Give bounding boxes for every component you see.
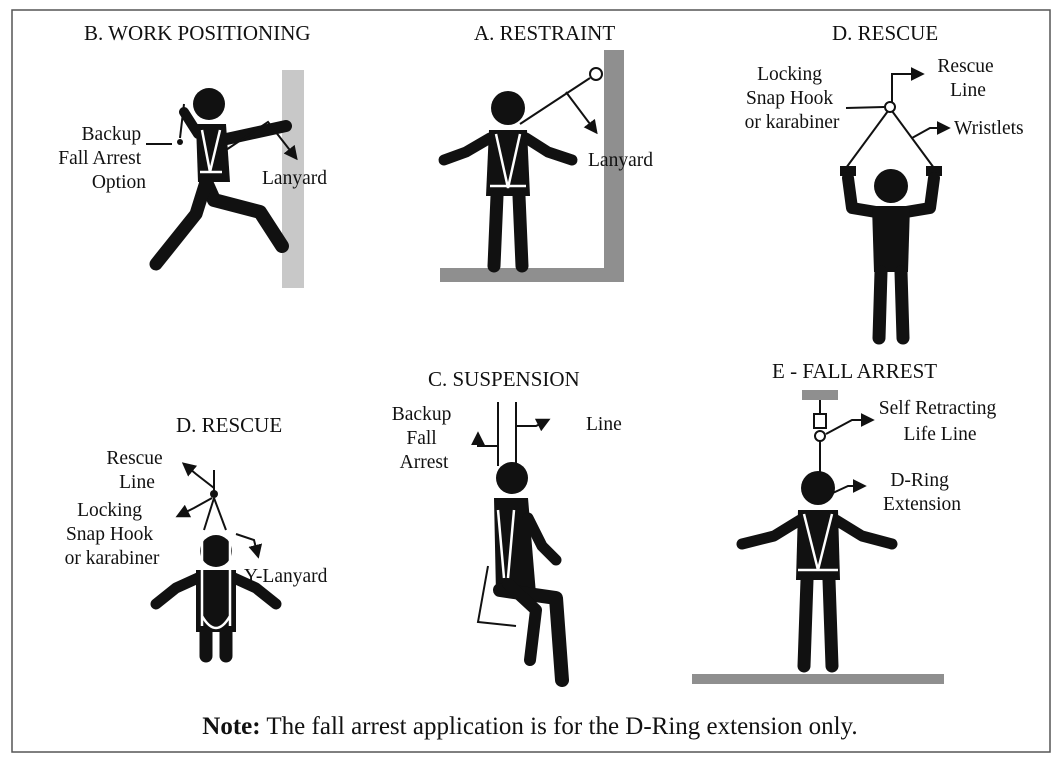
note-text: The fall arrest application is for the D… xyxy=(261,713,858,740)
y-lanyard-label: Y-Lanyard xyxy=(244,566,328,587)
backup-fall-arrest-label: Backup Fall Arrest xyxy=(392,404,456,473)
panel-restraint: A. RESTRAINT Lanyard xyxy=(438,21,653,282)
lanyard-label: Lanyard xyxy=(262,168,327,189)
panel-title: C. SUSPENSION xyxy=(428,367,580,391)
snap-hook-label: Locking Snap Hook or karabiner xyxy=(65,500,160,569)
rescue-line-label: Rescue Line xyxy=(106,448,167,493)
anchor-beam xyxy=(802,390,838,400)
backup-fall-arrest-label: Backup Fall Arrest Option xyxy=(58,124,146,193)
wall xyxy=(604,50,624,282)
panel-suspension: C. SUSPENSION Backup Fall Arrest Line xyxy=(392,367,622,687)
panel-rescue-back: D. RESCUE Rescue Line Locking Snap Hook … xyxy=(65,413,328,663)
srl-label: Self Retracting Life Line xyxy=(879,398,1001,445)
panel-title: D. RESCUE xyxy=(832,21,938,45)
line-label: Line xyxy=(586,414,622,435)
snap-hook-label: Locking Snap Hook or karabiner xyxy=(745,64,840,133)
panel-rescue-overhead: D. RESCUE Locking Snap Hook or karabiner xyxy=(745,21,1024,345)
note-prefix: Note: xyxy=(202,713,260,740)
panel-title: B. WORK POSITIONING xyxy=(84,21,311,45)
wristlets-label: Wristlets xyxy=(954,118,1024,139)
rescue-back-figure xyxy=(150,535,282,663)
panel-title: A. RESTRAINT xyxy=(474,21,615,45)
floor xyxy=(440,268,624,282)
d-ring-extension-label: D-Ring Extension xyxy=(883,470,961,515)
panel-work-positioning: B. WORK POSITIONING Backup Fall Arrest O… xyxy=(58,21,327,288)
panel-title: D. RESCUE xyxy=(176,413,282,437)
rescue-figure xyxy=(840,166,942,345)
rescue-line-label: Rescue Line xyxy=(937,56,998,101)
diagram-frame xyxy=(11,9,1051,753)
panel-fall-arrest: E - FALL ARREST Self Retracting Life Lin… xyxy=(692,359,1001,684)
footnote: Note: The fall arrest application is for… xyxy=(202,713,857,740)
lanyard-label: Lanyard xyxy=(588,150,653,171)
floor xyxy=(692,674,944,684)
panel-title: E - FALL ARREST xyxy=(772,359,937,383)
worker-figure xyxy=(438,91,578,273)
